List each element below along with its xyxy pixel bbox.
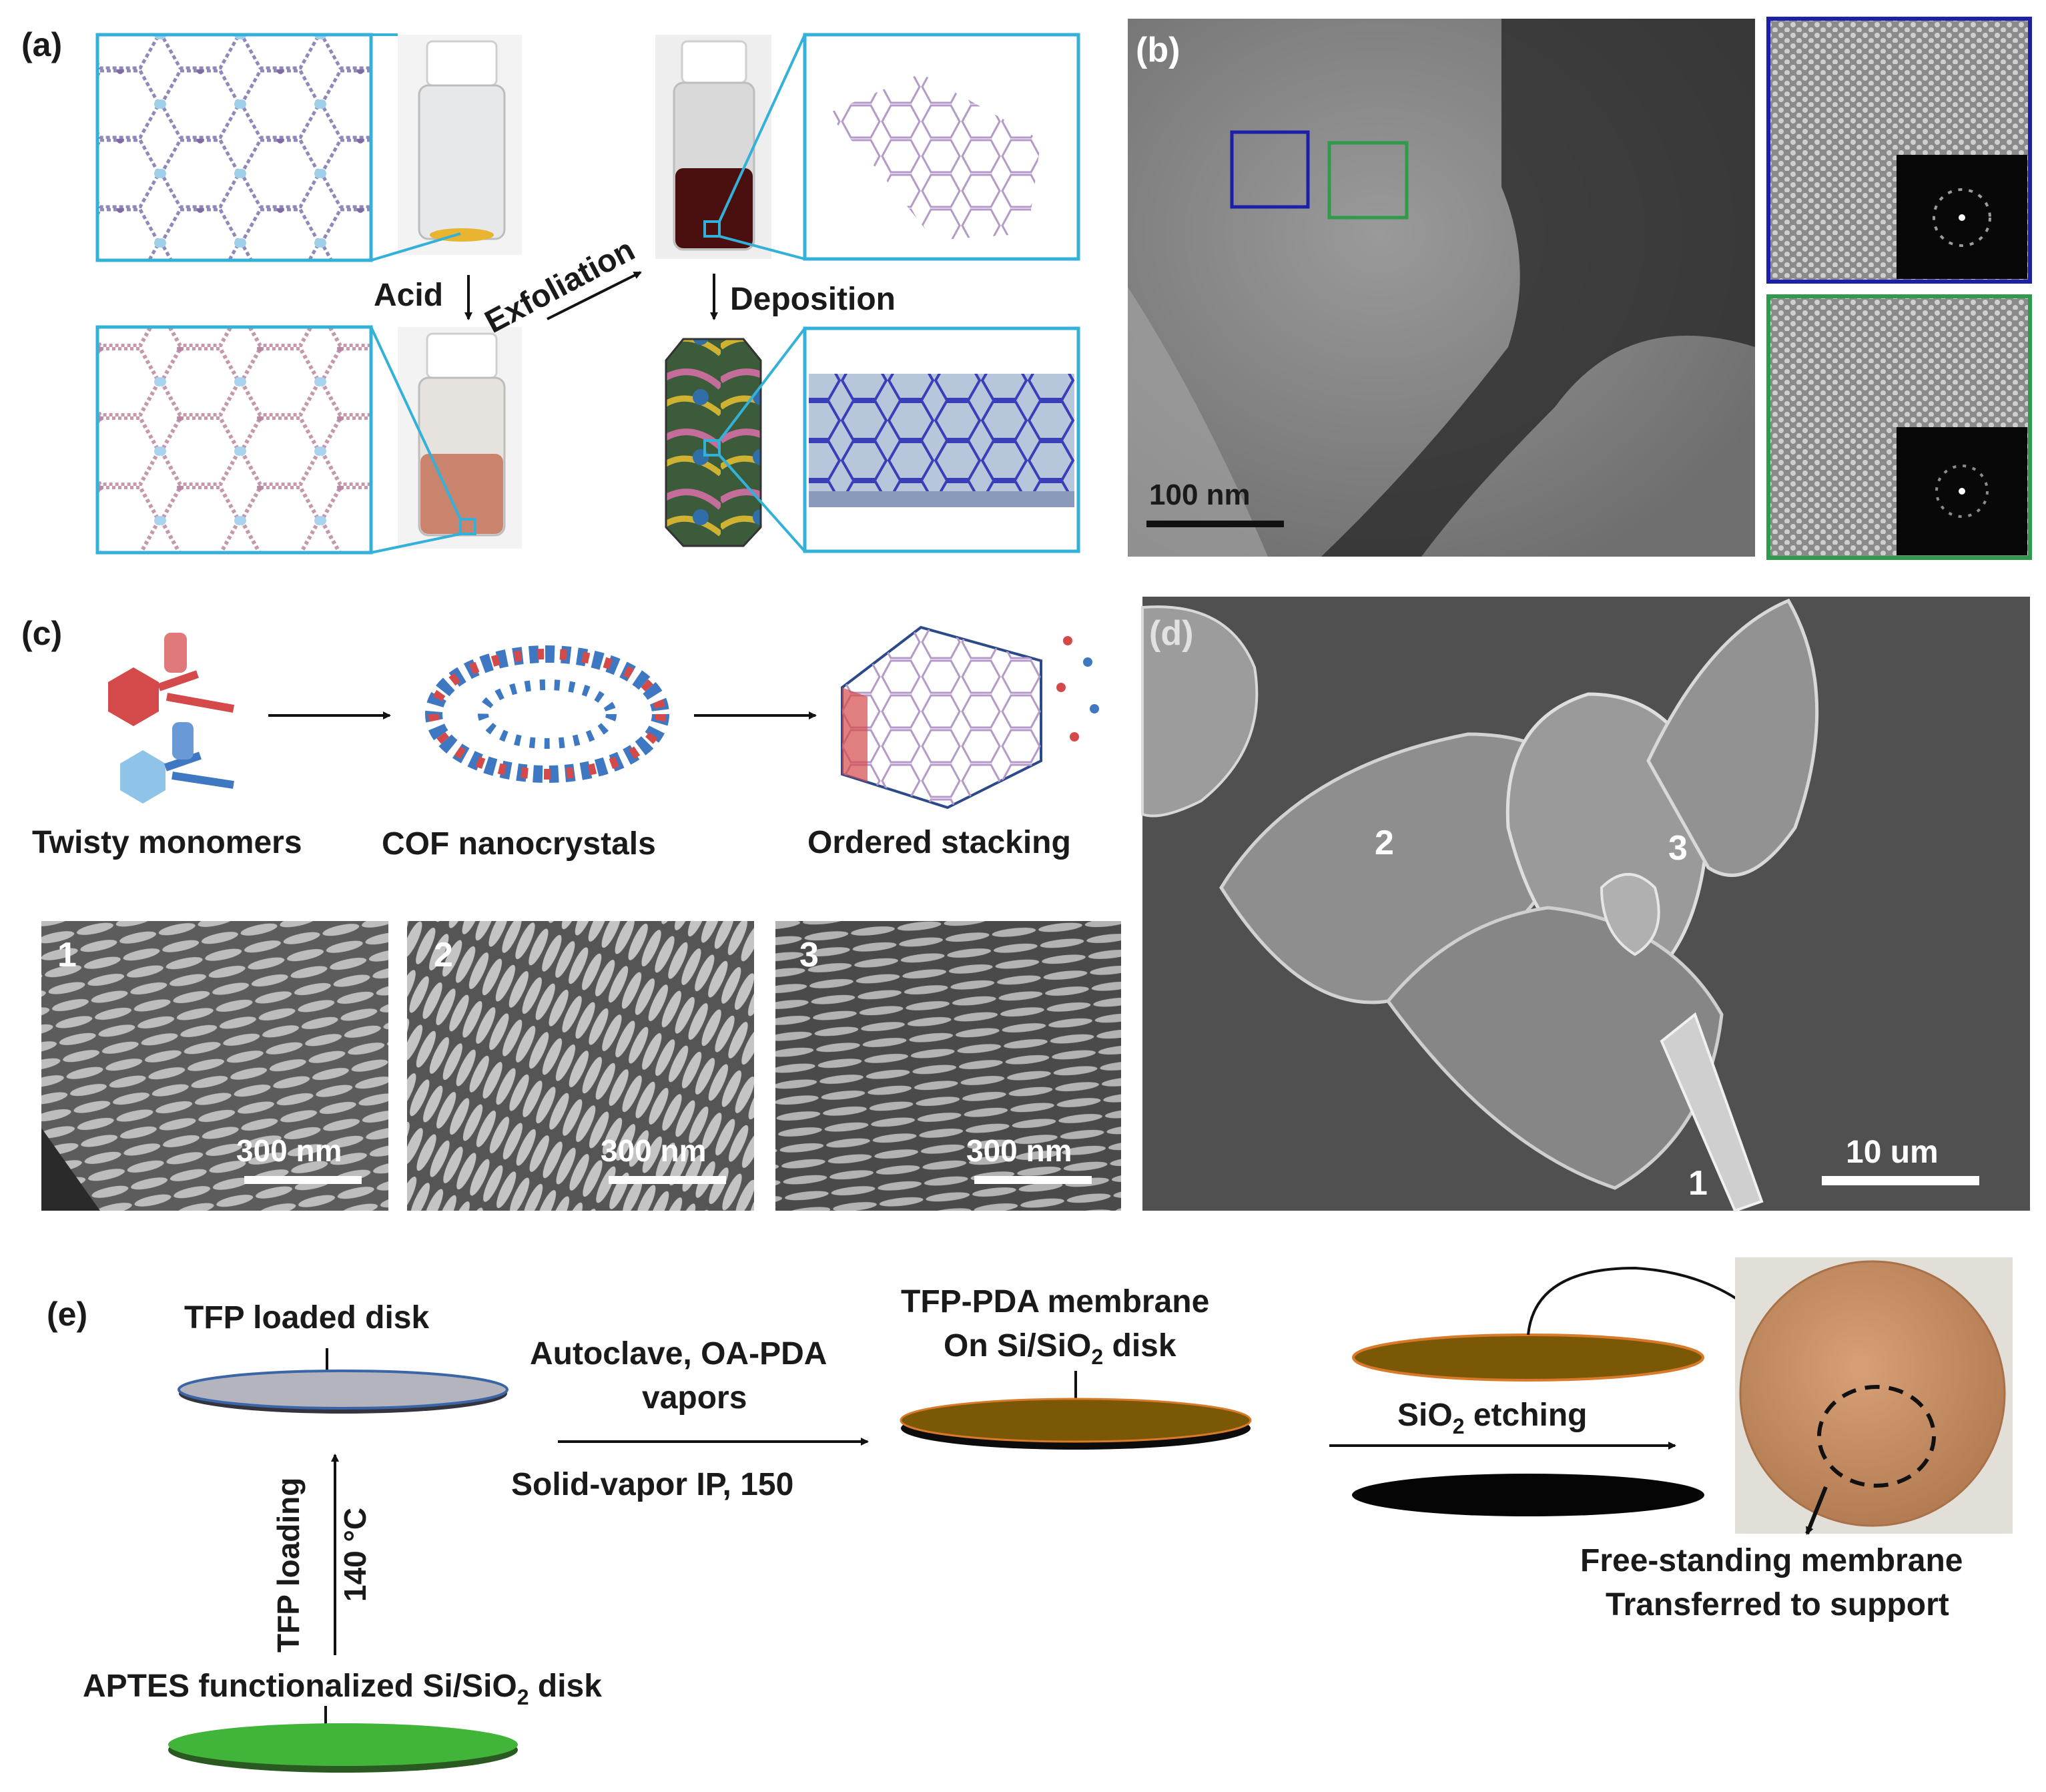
sem-image-1: 1 300 nm: [41, 921, 388, 1211]
cof-framework-image-bottom: [95, 325, 373, 555]
membrane-label-line2: On Si/SiO2 disk: [944, 1328, 1176, 1369]
tfp-disk-label: TFP loaded disk: [184, 1300, 430, 1335]
sem-1-number: 1: [57, 936, 77, 974]
free-standing-label-line2: Transferred to support: [1606, 1587, 1949, 1622]
flake-marker-1: 1: [1688, 1164, 1708, 1203]
stage-nanocrystals-label: COF nanocrystals: [382, 826, 656, 862]
green-roi-box: [1327, 141, 1409, 220]
sem-image-2: 2 300 nm: [407, 921, 754, 1211]
flake-marker-2: 2: [1375, 824, 1394, 862]
tfp-loading-label: TFP loading: [271, 1478, 306, 1653]
sem-1-scalebar-label: 300 nm: [236, 1133, 342, 1168]
panel-a-label: (a): [21, 26, 62, 63]
vial-dark-dispersion: [655, 35, 771, 259]
aptes-disk-label: APTES functionalized Si/SiO2 disk: [83, 1669, 602, 1709]
bare-disk: [1352, 1474, 1704, 1516]
autoclave-label-line1: Autoclave, OA-PDA: [530, 1336, 827, 1372]
panel-e: (e) TFP loaded disk TFP loading 140 °C A…: [47, 1257, 2013, 1773]
sem-3-number: 3: [799, 936, 819, 974]
cof-framework-image-top: [95, 33, 373, 262]
blue-roi-box: [1230, 130, 1310, 209]
sem-3-scalebar: [974, 1176, 1092, 1184]
free-standing-label-line1: Free-standing membrane: [1580, 1543, 1963, 1578]
sem-2-scalebar-label: 300 nm: [601, 1133, 707, 1168]
ordered-stacking-icon: [841, 625, 1099, 810]
autoclave-label-line2: vapors: [642, 1380, 747, 1416]
detached-membrane: [1352, 1333, 1704, 1382]
sem-overview-scalebar-label: 10 um: [1846, 1135, 1939, 1170]
deposition-label: Deposition: [730, 282, 896, 317]
membrane-label-line1: TFP-PDA membrane: [901, 1284, 1209, 1319]
tem-scalebar: [1146, 521, 1284, 527]
sem-overview-scalebar: [1822, 1176, 1979, 1185]
panel-e-label: (e): [47, 1295, 87, 1333]
vial-orange-solution: [398, 327, 522, 549]
vial-yellow-powder: [398, 35, 522, 255]
acid-label: Acid: [374, 278, 443, 313]
solid-vapor-ip-label: Solid-vapor IP, 150: [511, 1467, 793, 1502]
stage-monomers-label: Twisty monomers: [32, 825, 302, 860]
stage-stacking-label: Ordered stacking: [807, 825, 1071, 860]
tem-scalebar-label: 100 nm: [1149, 479, 1251, 511]
temperature-label: 140 °C: [338, 1508, 372, 1602]
membrane-on-disk: [900, 1398, 1252, 1443]
tfp-loaded-disk: [178, 1370, 508, 1410]
monomer-red-icon: [108, 633, 235, 726]
aptes-disk: [168, 1723, 518, 1766]
panel-d-label: (d): [1149, 614, 1193, 653]
sem-image-3: 3 300 nm: [775, 921, 1121, 1211]
transferred-region-circle: [1817, 1385, 1936, 1488]
sem-1-scalebar: [244, 1176, 362, 1184]
sem-3-scalebar-label: 300 nm: [966, 1133, 1072, 1168]
panel-c: (c) Twis: [21, 615, 1121, 1211]
sem-2-number: 2: [434, 936, 453, 974]
etching-label: SiO2 etching: [1397, 1398, 1588, 1438]
deposited-film-wafer: [655, 328, 771, 551]
panel-a: (a) Acid Exfoliation: [21, 26, 1080, 555]
flake-marker-3: 3: [1668, 829, 1688, 868]
panel-d: (d) 2 3 1 10 um: [1141, 597, 2030, 1213]
cof-nanocrystal-icon: [425, 645, 669, 783]
monomer-blue-icon: [120, 722, 234, 804]
panel-b-label: (b): [1136, 31, 1180, 69]
sem-2-scalebar: [609, 1176, 726, 1184]
panel-b: (b) 100 nm: [1128, 17, 2032, 560]
panel-c-label: (c): [21, 615, 62, 652]
